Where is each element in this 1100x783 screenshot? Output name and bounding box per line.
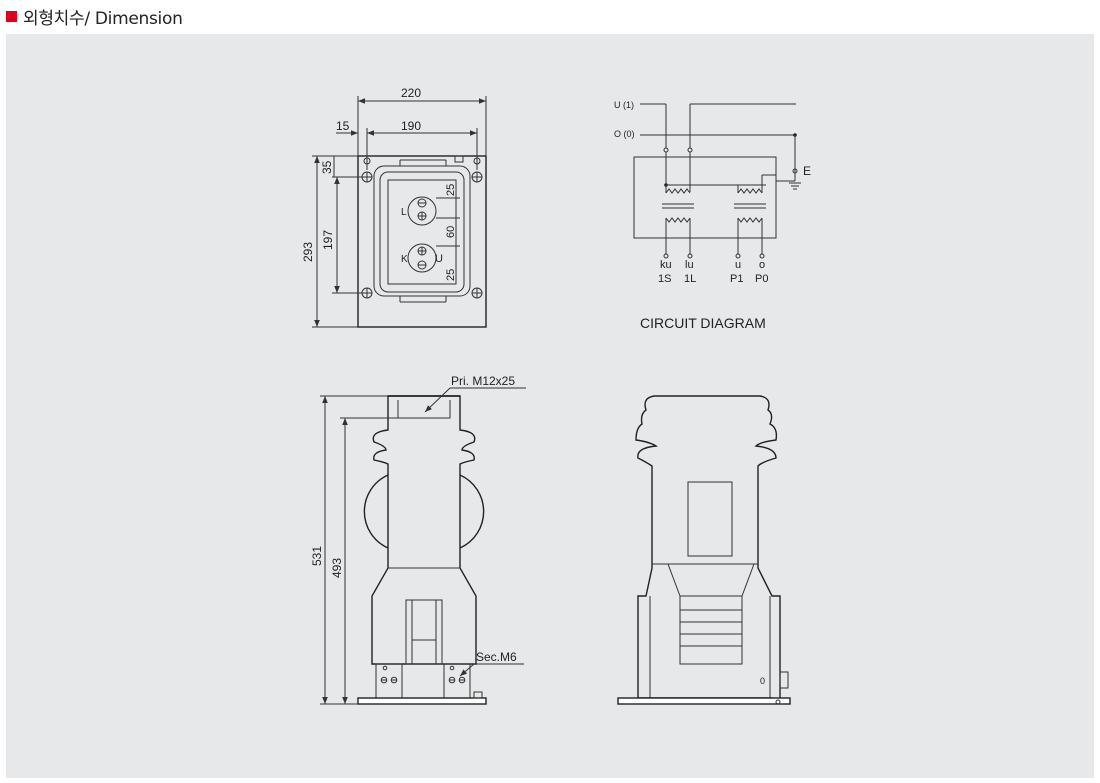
front-base-plate [357, 697, 487, 705]
circuit-enclosure [633, 156, 777, 239]
terminal-P0: P0 [755, 273, 768, 285]
label-o0: O (0) [614, 129, 635, 139]
front-view: 531 493 Pri. M12x25 Sec.M6 [310, 374, 526, 705]
terminal-label-K: K [401, 254, 408, 265]
primary-terminal-K [407, 243, 437, 273]
dim-top-35: 35 [320, 160, 334, 174]
circuit-diagram: U (1) O (0) E [614, 100, 811, 331]
dim-493: 493 [330, 558, 344, 578]
voltage-winding-icon [737, 188, 763, 194]
secondary-terminal-icon [380, 665, 466, 684]
dim-60: 60 [445, 226, 457, 238]
dim-height-197: 197 [321, 230, 335, 250]
terminal-1S: 1S [658, 273, 671, 285]
terminal-P1: P1 [730, 273, 743, 285]
label-primary-terminal: Pri. M12x25 [451, 374, 515, 388]
side-window [687, 481, 733, 557]
dim-25-bottom: 25 [445, 269, 457, 281]
side-base-plate [617, 697, 791, 705]
circuit-caption: CIRCUIT DIAGRAM [640, 315, 766, 331]
terminal-ku: ku [660, 259, 672, 271]
dim-25-top: 25 [445, 184, 457, 196]
front-body-outline [371, 395, 477, 665]
dim-offset-15: 15 [336, 119, 350, 133]
secondary-winding-icon [665, 217, 691, 223]
label-earth-E: E [803, 164, 811, 178]
side-view: 0 [617, 395, 791, 705]
terminal-lu: lu [685, 259, 694, 271]
terminal-1L: 1L [684, 273, 696, 285]
top-view: L K U 25 60 25 220 15 190 293 197 35 [301, 86, 487, 328]
section-title: 외형치수/ Dimension [23, 8, 183, 29]
terminal-o: o [759, 259, 765, 271]
primary-terminal-L [407, 196, 437, 226]
top-view-outline [357, 155, 487, 328]
side-label-zero: 0 [760, 676, 765, 686]
dim-height-293: 293 [301, 242, 315, 262]
section-header: 외형치수/ Dimension [6, 4, 183, 29]
ground-icon [789, 182, 801, 190]
red-square-bullet-icon [6, 10, 17, 22]
dimension-drawing: L K U 25 60 25 220 15 190 293 197 35 [301, 86, 811, 705]
side-body-outline [635, 395, 781, 701]
terminal-label-U: U [435, 253, 443, 265]
label-u1: U (1) [614, 100, 634, 110]
tertiary-winding-icon [737, 217, 763, 223]
terminal-label-L: L [401, 207, 407, 218]
label-secondary-terminal: Sec.M6 [476, 650, 517, 664]
terminal-u: u [735, 259, 741, 271]
primary-winding-icon [665, 188, 691, 194]
dim-width-220: 220 [401, 86, 421, 100]
dim-531: 531 [310, 546, 324, 566]
earth-terminal-icon [779, 671, 789, 689]
drawing-panel: L K U 25 60 25 220 15 190 293 197 35 [6, 34, 1094, 778]
dim-width-190: 190 [401, 119, 421, 133]
